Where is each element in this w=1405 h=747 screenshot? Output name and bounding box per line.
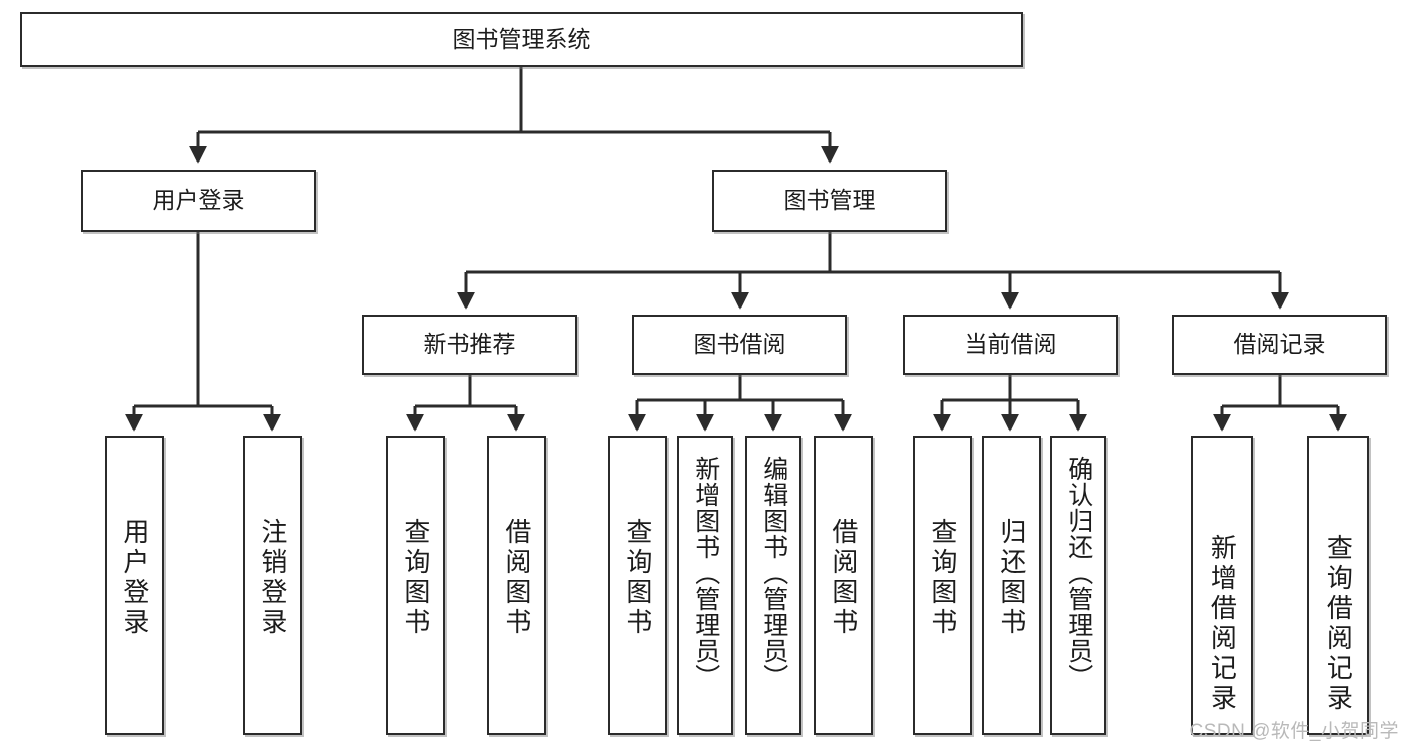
node-leaf-return-book[interactable]: 归还图书 — [982, 436, 1041, 735]
node-leaf-query-book-3[interactable]: 查询图书 — [913, 436, 972, 735]
node-borrow-record-label: 借阅记录 — [1233, 331, 1326, 358]
node-leaf-add-record-label: 新增借阅记录 — [1207, 534, 1238, 714]
node-leaf-add-record[interactable]: 新增借阅记录 — [1191, 436, 1253, 735]
node-user-login-label: 用户登录 — [152, 187, 245, 214]
node-leaf-edit-book[interactable]: 编辑图书（管理员） — [745, 436, 801, 735]
node-leaf-add-book-label: 新增图书（管理员） — [691, 456, 720, 690]
node-user-login[interactable]: 用户登录 — [81, 170, 316, 232]
node-book-borrow-label: 图书借阅 — [693, 331, 786, 358]
node-leaf-borrow-book-2[interactable]: 借阅图书 — [814, 436, 873, 735]
csdn-watermark: CSDN @软件_小贺同学 — [1189, 721, 1399, 742]
node-leaf-confirm-return[interactable]: 确认归还（管理员） — [1050, 436, 1106, 735]
node-leaf-add-book[interactable]: 新增图书（管理员） — [677, 436, 733, 735]
node-book-manage-label: 图书管理 — [783, 187, 876, 214]
node-book-manage[interactable]: 图书管理 — [712, 170, 947, 232]
node-book-borrow[interactable]: 图书借阅 — [632, 315, 847, 375]
node-leaf-borrow-book-1[interactable]: 借阅图书 — [487, 436, 546, 735]
node-leaf-borrow-book-1-label: 借阅图书 — [501, 518, 532, 638]
node-leaf-logout[interactable]: 注销登录 — [243, 436, 302, 735]
node-leaf-return-book-label: 归还图书 — [996, 518, 1027, 638]
node-leaf-user-login[interactable]: 用户登录 — [105, 436, 164, 735]
node-leaf-edit-book-label: 编辑图书（管理员） — [759, 456, 788, 690]
node-leaf-query-book-1-label: 查询图书 — [400, 518, 431, 638]
node-leaf-query-book-1[interactable]: 查询图书 — [386, 436, 445, 735]
node-leaf-query-book-2-label: 查询图书 — [622, 518, 653, 638]
node-leaf-borrow-book-2-label: 借阅图书 — [828, 518, 859, 638]
node-new-book-rec-label: 新书推荐 — [423, 331, 516, 358]
node-leaf-query-book-2[interactable]: 查询图书 — [608, 436, 667, 735]
node-borrow-record[interactable]: 借阅记录 — [1172, 315, 1387, 375]
node-current-borrow-label: 当前借阅 — [964, 331, 1057, 358]
node-leaf-logout-label: 注销登录 — [257, 518, 288, 638]
node-leaf-query-book-3-label: 查询图书 — [927, 518, 958, 638]
node-leaf-user-login-label: 用户登录 — [119, 518, 150, 638]
node-leaf-query-record[interactable]: 查询借阅记录 — [1307, 436, 1369, 735]
node-root-label: 图书管理系统 — [452, 25, 591, 52]
node-current-borrow[interactable]: 当前借阅 — [903, 315, 1118, 375]
node-leaf-query-record-label: 查询借阅记录 — [1323, 534, 1354, 714]
node-new-book-rec[interactable]: 新书推荐 — [362, 315, 577, 375]
node-root[interactable]: 图书管理系统 — [20, 12, 1023, 67]
node-leaf-confirm-return-label: 确认归还（管理员） — [1064, 456, 1093, 690]
